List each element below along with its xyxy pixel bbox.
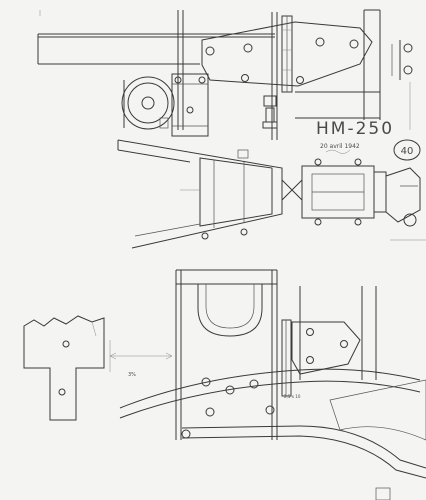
bottom-note: 2,5 x 10	[284, 394, 301, 399]
drawing-title: HM-250	[316, 119, 394, 139]
sheet-number: 40	[401, 146, 414, 157]
middle-assembly	[117, 139, 426, 249]
title-block: HM-250 20 avril 1942 40	[316, 119, 421, 161]
t-piece-detail	[23, 315, 105, 421]
margin-marks	[39, 10, 391, 500]
dimension-note: 3%	[128, 372, 136, 378]
lower-assembly: 2,5 x 10 3%	[109, 269, 426, 479]
drawing-date: 20 avril 1942	[320, 143, 360, 150]
sheet-number-circle	[393, 139, 421, 161]
top-assembly	[37, 9, 413, 140]
